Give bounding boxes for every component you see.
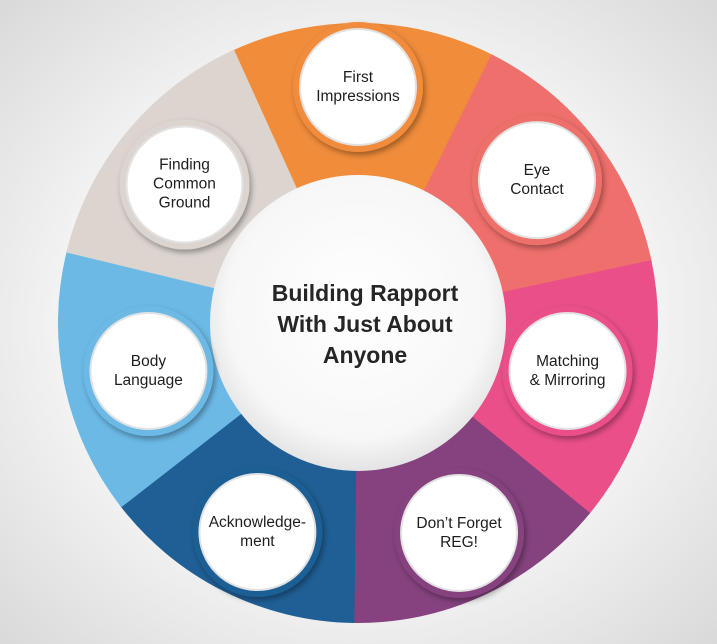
center-disc [210, 175, 506, 471]
step-node-finding-common-ground [119, 119, 250, 250]
step-label-body-language: Body Language [113, 352, 183, 389]
step-label-dont-forget-reg: Don’t Forget REG! [416, 514, 502, 551]
step-label-eye-contact: Eye Contact [510, 162, 564, 199]
step-node-dont-forget-reg [394, 467, 525, 598]
step-node-face-eye-contact [477, 121, 596, 240]
step-node-face-body-language [89, 311, 208, 430]
step-node-first-impressions [293, 22, 423, 152]
step-node-face-finding-common-ground [125, 125, 244, 244]
step-label-finding-common-ground: Finding Common Ground [153, 156, 216, 212]
step-node-face-dont-forget-reg [400, 473, 519, 592]
step-label-acknowledgement: Acknowledge- ment [208, 514, 307, 551]
step-node-face-matching-mirroring [508, 311, 627, 430]
step-node-face-first-impressions [299, 28, 417, 146]
step-label-matching-mirroring: Matching & Mirroring [529, 352, 606, 389]
diagram-title: Building Rapport With Just About Anyone [271, 280, 459, 368]
step-label-first-impressions: First Impressions [316, 69, 400, 105]
step-node-eye-contact [471, 115, 602, 246]
step-node-acknowledgement [192, 467, 323, 598]
step-node-body-language [83, 305, 214, 436]
step-node-face-acknowledgement [198, 473, 317, 592]
step-node-matching-mirroring [502, 305, 633, 436]
